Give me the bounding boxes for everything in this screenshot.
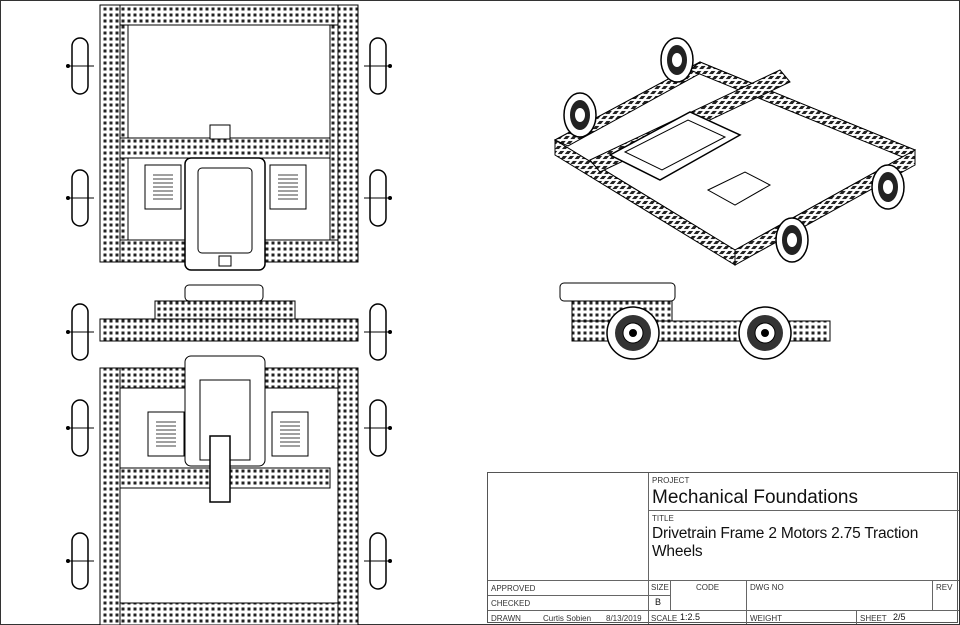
- size-label: SIZE: [651, 583, 669, 592]
- scale-value: 1:2.5: [680, 612, 701, 622]
- approved-label: APPROVED: [491, 584, 536, 593]
- bottom-view: [65, 355, 393, 625]
- title-label: TITLE: [652, 514, 674, 523]
- scale-label: SCALE: [651, 614, 678, 623]
- title-block: PROJECT Mechanical Foundations TITLE Dri…: [487, 472, 959, 624]
- sheet-label: SHEET: [860, 614, 887, 623]
- project-name: Mechanical Foundations: [652, 487, 858, 508]
- drawn-by: Curtis Sobien: [543, 614, 592, 623]
- weight-label: WEIGHT: [750, 614, 782, 623]
- project-label: PROJECT: [652, 476, 690, 485]
- checked-label: CHECKED: [491, 599, 531, 608]
- front-view: [65, 284, 393, 361]
- sheet-value: 2/5: [893, 612, 906, 622]
- code-label: CODE: [696, 583, 720, 592]
- drawn-label: DRAWN: [491, 614, 521, 623]
- dwg-no-label: DWG NO: [750, 583, 784, 592]
- isometric-view: [553, 37, 917, 266]
- top-view: [65, 4, 393, 271]
- right-side-view: [559, 282, 831, 360]
- size-value: B: [655, 597, 662, 607]
- drawn-date: 8/13/2019: [606, 614, 642, 623]
- rev-label: REV: [936, 583, 953, 592]
- drawing-title: Drivetrain Frame 2 Motors 2.75 Traction …: [652, 525, 919, 560]
